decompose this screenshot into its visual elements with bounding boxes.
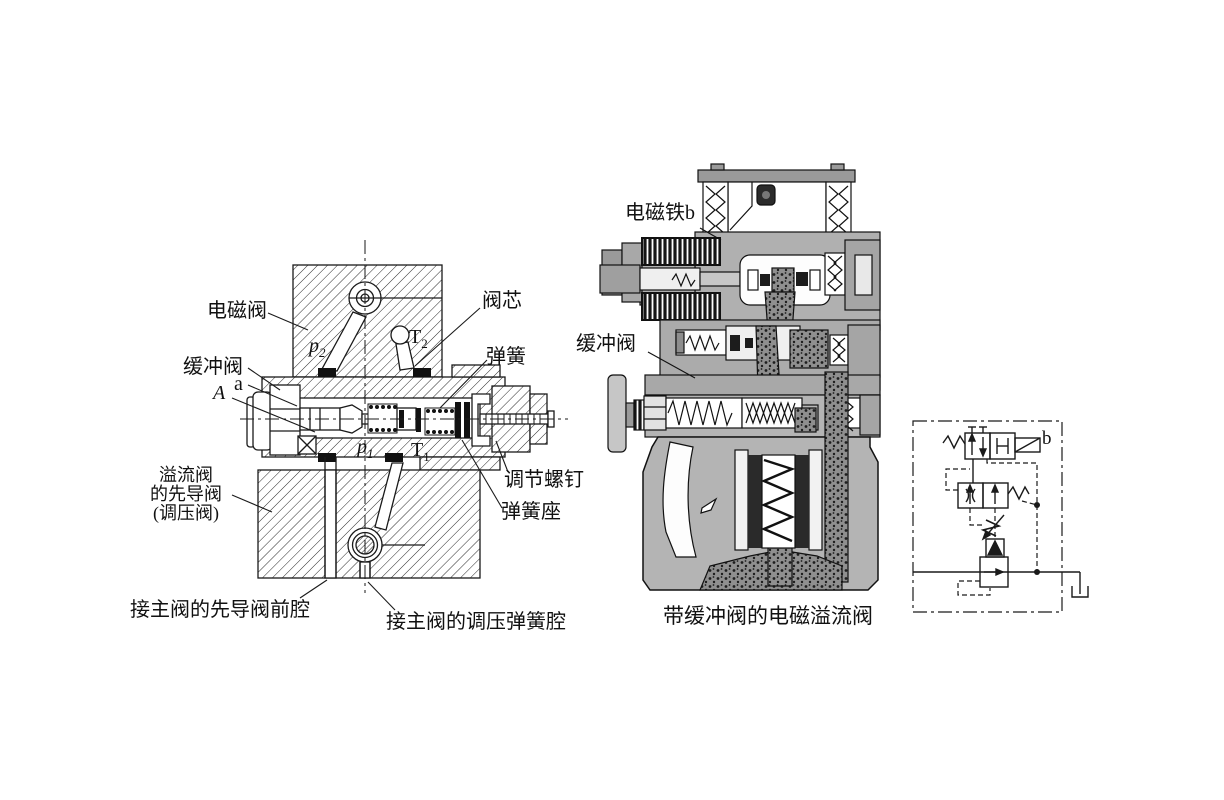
label-p2-sub: 2 <box>319 345 326 360</box>
label-T1-base: T <box>411 439 424 461</box>
label-T1-sub: 1 <box>423 449 430 464</box>
label-solenoid-b: b <box>1042 428 1052 449</box>
label-p2: p2 <box>309 336 326 360</box>
flow-line <box>913 502 1089 598</box>
label-T1: T1 <box>411 440 430 464</box>
caption-middle-figure: 带缓冲阀的电磁溢流阀 <box>663 604 873 628</box>
label-T2: T2 <box>409 327 428 351</box>
label-p2-base: p <box>309 335 319 357</box>
hydraulic-schematic <box>912 420 1089 613</box>
tank-symbol <box>1071 586 1089 598</box>
label-p1: p1 <box>357 437 374 461</box>
solenoid-coil-symbol <box>1014 437 1041 453</box>
spring-symbol-middle <box>1007 485 1030 501</box>
buffer-valve-section <box>659 319 881 391</box>
label-adjusting-screw: 调节螺钉 <box>504 469 584 491</box>
symbol-buffer-valve <box>957 482 1030 509</box>
label-to-pressure-spring-chamber: 接主阀的调压弹簧腔 <box>386 611 566 633</box>
spring-seat-part <box>455 402 461 438</box>
adjustable-spring-symbol <box>980 514 1005 541</box>
middle-cutaway-photo <box>599 163 881 591</box>
leader-lines <box>231 307 509 611</box>
label-p1-sub: 1 <box>367 446 374 461</box>
symbol-solenoid-valve <box>942 426 1041 460</box>
label-port-a: a <box>234 373 243 395</box>
label-T2-sub: 2 <box>421 336 428 351</box>
left-cross-section-drawing <box>231 240 568 611</box>
middle-leader-lines <box>647 227 722 379</box>
label-pilot-valve: 溢流阀 的先导阀 (调压阀) <box>136 466 236 523</box>
label-buffer-valve-left: 缓冲阀 <box>183 356 243 378</box>
label-pilot-valve-line3: (调压阀) <box>153 503 219 523</box>
label-buffer-valve-middle: 缓冲阀 <box>576 333 636 355</box>
label-spring-seat: 弹簧座 <box>501 501 561 523</box>
label-to-pilot-front-chamber: 接主阀的先导阀前腔 <box>130 599 310 621</box>
label-pilot-valve-line1: 溢流阀 <box>159 465 213 485</box>
symbol-pilot-poppet <box>985 538 1005 558</box>
handwheel <box>607 374 627 453</box>
main-relief-body <box>642 371 879 591</box>
pilot-lines <box>945 459 1038 596</box>
spring-symbol-top <box>942 434 966 450</box>
label-solenoid-valve: 电磁阀 <box>207 300 267 322</box>
label-T2-base: T <box>409 326 422 348</box>
label-electromagnet-b: 电磁铁b <box>625 202 695 224</box>
label-spring: 弹簧 <box>486 346 526 368</box>
valve-boundary <box>912 420 1063 613</box>
label-port-A: A <box>213 382 226 404</box>
label-valve-core: 阀芯 <box>482 290 522 312</box>
seal-marks <box>318 368 431 462</box>
solenoid-section <box>599 231 881 333</box>
label-p1-base: p <box>357 436 367 458</box>
pilot-valve-block <box>257 457 481 579</box>
centerlines <box>240 240 568 593</box>
top-cap <box>697 163 856 247</box>
label-pilot-valve-line2: 的先导阀 <box>150 484 222 504</box>
